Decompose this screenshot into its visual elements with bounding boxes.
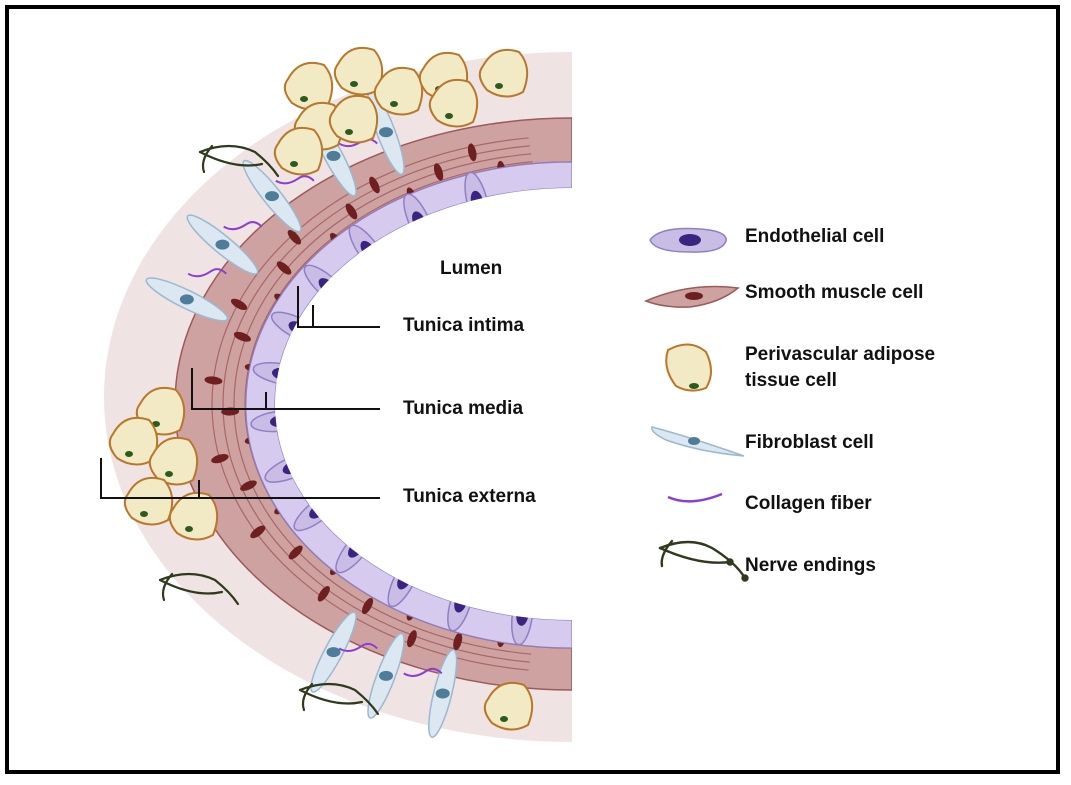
- fibroblast-nucleus: [327, 647, 341, 657]
- collagen-fiber-icon: [668, 494, 722, 501]
- fibroblast-cell-icon: [652, 427, 744, 456]
- fibroblast-nucleus: [327, 151, 341, 161]
- legend-label: Nerve endings: [745, 553, 876, 579]
- adipose-nucleus: [390, 101, 398, 107]
- adipose-nucleus: [345, 129, 353, 135]
- legend-label: Fibroblast cell: [745, 430, 874, 456]
- fibroblast-nucleus: [265, 191, 279, 201]
- adipose-nucleus: [500, 716, 508, 722]
- adipose-cell: [480, 50, 527, 97]
- adipose-nucleus: [300, 96, 308, 102]
- legend-label: Collagen fiber: [745, 491, 872, 517]
- adipose-nucleus: [445, 113, 453, 119]
- fibroblast-nucleus: [215, 240, 229, 250]
- tunica-media-label: Tunica media: [403, 398, 523, 420]
- adipose-nucleus: [185, 526, 193, 532]
- adipose-nucleus: [350, 81, 358, 87]
- fibroblast-nucleus: [436, 688, 450, 698]
- fibroblast-nucleus: [379, 127, 393, 137]
- legend-label: Smooth muscle cell: [745, 280, 923, 306]
- adipose-cell-icon: [666, 344, 711, 390]
- tunica-externa-label: Tunica externa: [403, 486, 536, 508]
- fibroblast-nucleus: [180, 294, 194, 304]
- legend-collagen-fiber: Collagen fiber: [745, 491, 872, 517]
- legend-endothelial-cell: Endothelial cell: [745, 224, 884, 250]
- lumen-label: Lumen: [440, 258, 502, 280]
- legend-fibroblast-cell: Fibroblast cell: [745, 430, 874, 456]
- nerve-endings-icon: [660, 541, 748, 581]
- adipose-nucleus: [140, 511, 148, 517]
- legend-label: Endothelial cell: [745, 224, 884, 250]
- smooth-muscle-cell-icon: [646, 287, 738, 308]
- endothelial-cell-icon: [650, 228, 726, 252]
- adipose-nucleus: [165, 471, 173, 477]
- legend-label-line2: tissue cell: [745, 368, 1005, 394]
- tunica-intima-label: Tunica intima: [403, 315, 524, 337]
- adipose-nucleus: [125, 451, 133, 457]
- adipose-nucleus: [495, 83, 503, 89]
- fibroblast-nucleus: [379, 671, 393, 681]
- adipose-nucleus: [290, 161, 298, 167]
- legend-label-line1: Perivascular adipose: [745, 342, 1005, 368]
- legend-smooth-muscle-cell: Smooth muscle cell: [745, 280, 923, 306]
- legend-nerve-endings: Nerve endings: [745, 553, 876, 579]
